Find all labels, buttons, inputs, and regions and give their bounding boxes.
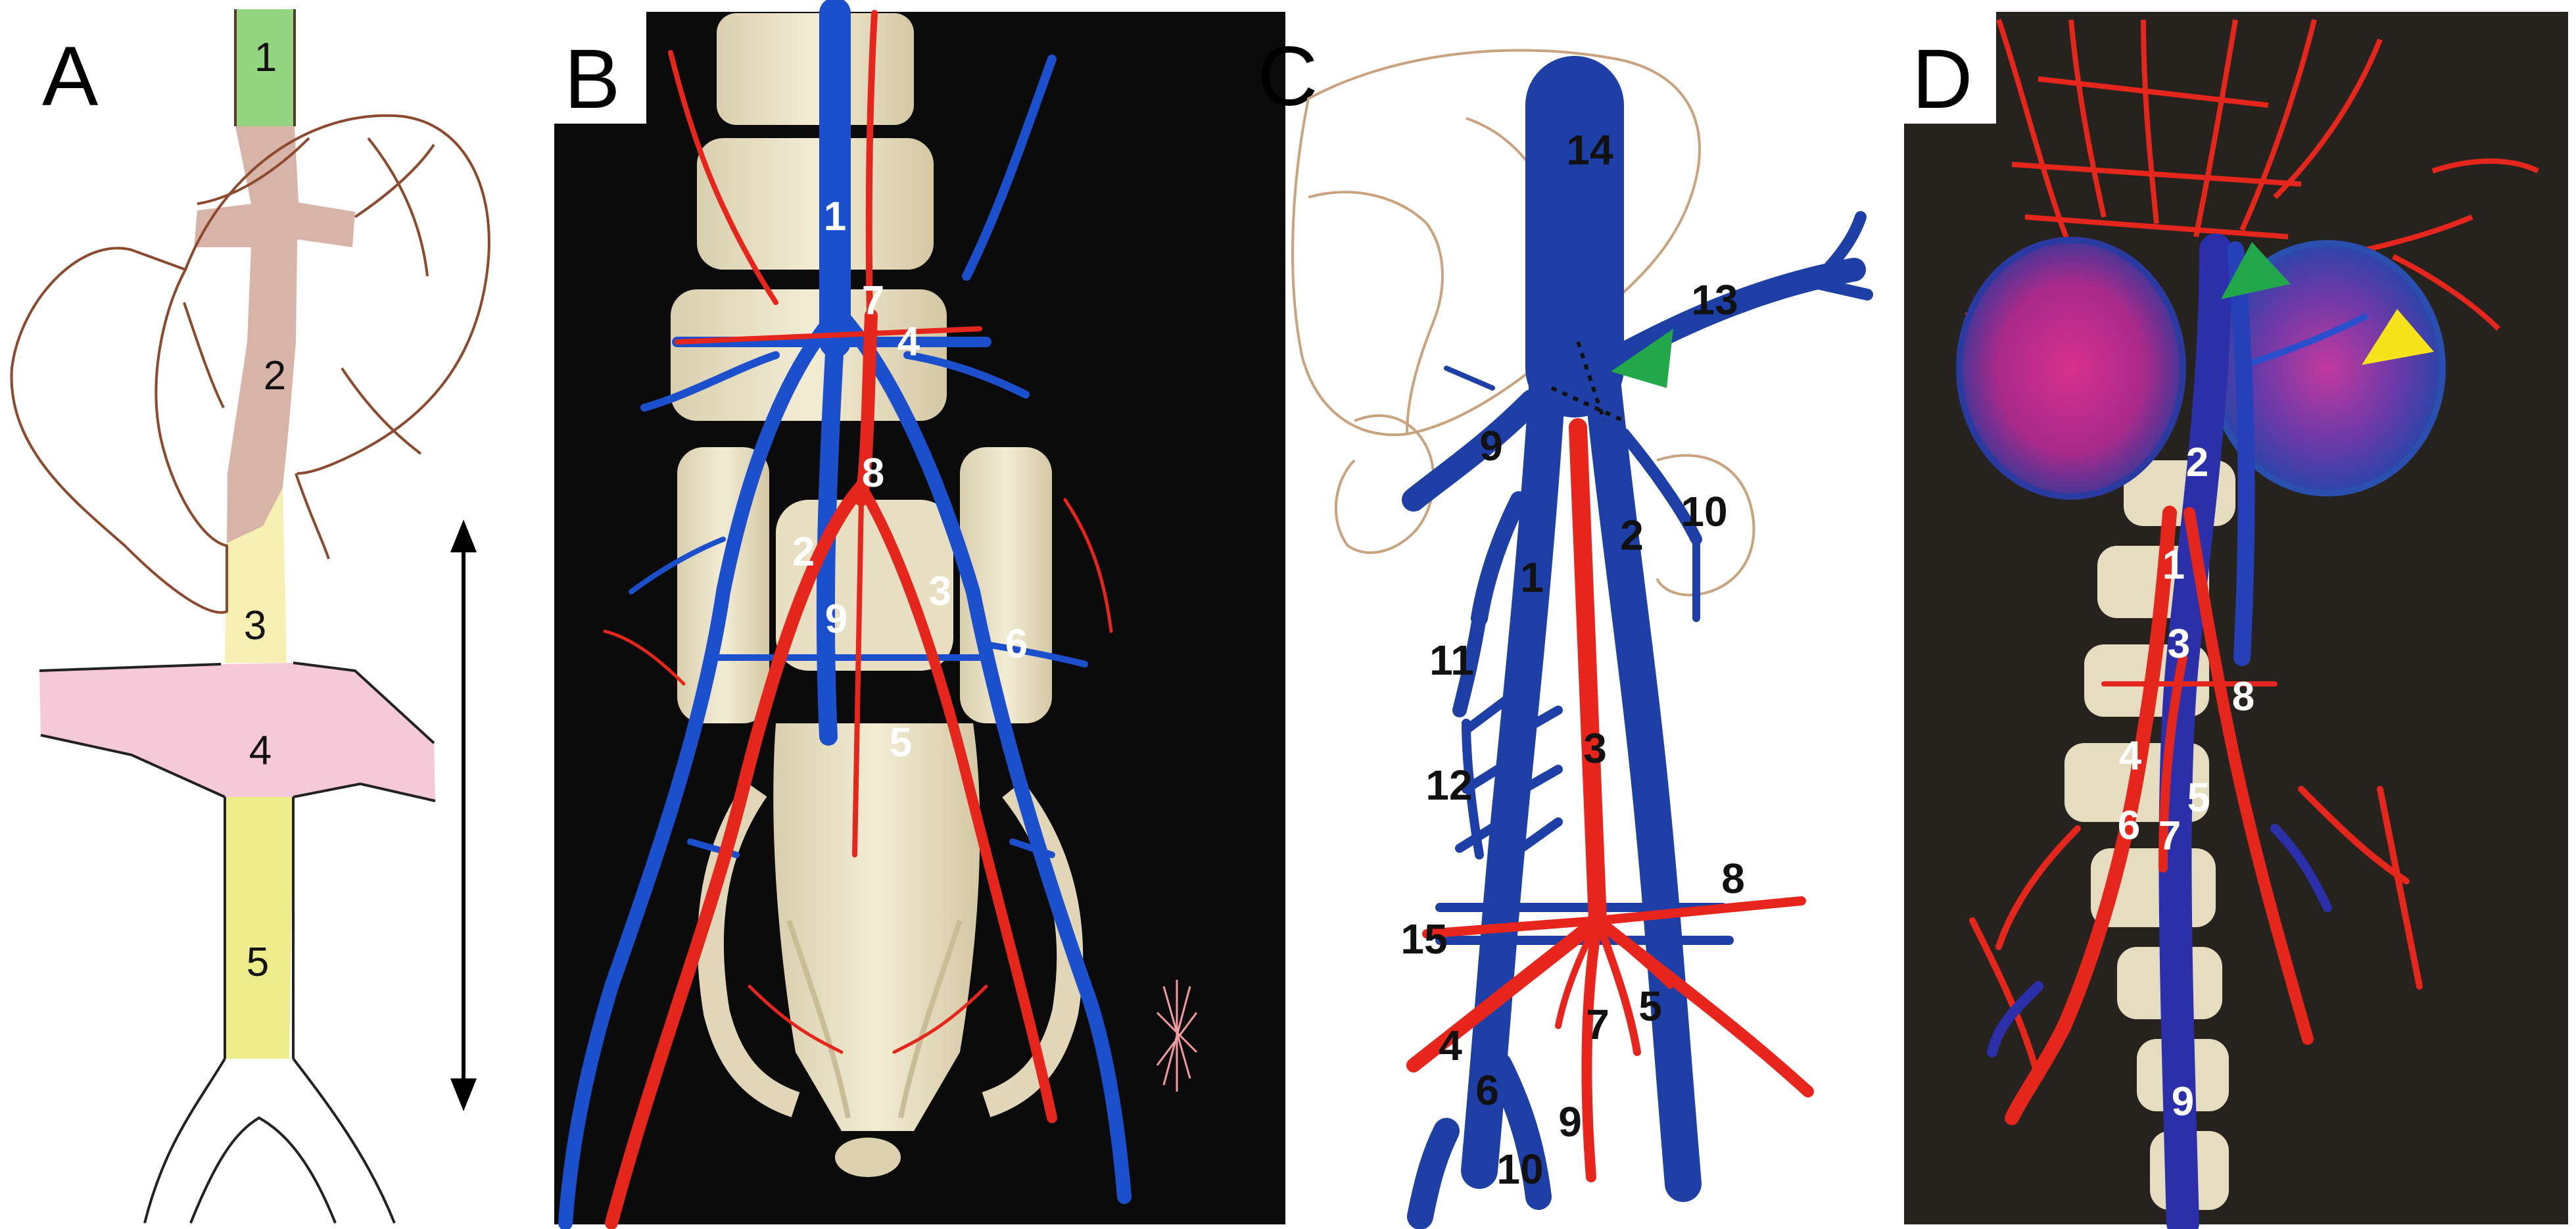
- panel-c-number-12: 12: [1425, 761, 1472, 809]
- segment-3: [225, 488, 287, 663]
- panel-c-dotted-line-1: [1550, 386, 1625, 423]
- panel-c-dotted-line-2: [1576, 341, 1606, 422]
- panel-d-number-2: 2: [2186, 440, 2208, 485]
- panel-c-number-15: 15: [1400, 915, 1447, 963]
- panel-c-number-11: 11: [1429, 637, 1474, 684]
- panel-b-number-3: 3: [929, 569, 951, 614]
- length-arrow-down: [450, 1078, 477, 1111]
- panel-a: A 1 2 3 4 5: [10, 9, 490, 1224]
- vessel-outline-mid: [39, 662, 436, 802]
- panel-c-number-9-lower: 9: [1558, 1098, 1582, 1145]
- panel-d-main-vessels: [1969, 233, 2423, 1229]
- segment-4-number: 4: [249, 728, 272, 773]
- panel-c-number-2: 2: [1620, 512, 1644, 559]
- panel-d-label-box: [1904, 12, 1996, 124]
- vessel-outline-lower: [224, 797, 295, 1059]
- organ-lobe-line-2: [367, 137, 429, 277]
- panel-c-number-10: 10: [1681, 488, 1727, 535]
- panel-d-number-4: 4: [2119, 733, 2142, 779]
- panel-a-label: A: [42, 30, 99, 124]
- panel-c-number-10-lower: 10: [1496, 1145, 1543, 1193]
- panel-c-number-3: 3: [1583, 725, 1607, 772]
- panel-b-number-5: 5: [890, 720, 912, 765]
- panel-d-left-kidney: [1956, 237, 2186, 500]
- panel-d-number-5: 5: [2187, 775, 2210, 821]
- length-arrow-up: [450, 519, 477, 552]
- panel-b-label: B: [564, 32, 620, 126]
- vessel-bifurcation: [143, 1057, 396, 1224]
- segment-1-number: 1: [254, 35, 277, 80]
- panel-d-number-9: 9: [2172, 1079, 2194, 1124]
- panel-c-green-arrowhead: [1611, 329, 1673, 388]
- panel-c-label: C: [1257, 30, 1318, 124]
- panel-d-number-1: 1: [2162, 542, 2185, 588]
- panel-d-number-8: 8: [2232, 674, 2254, 719]
- panel-d-label: D: [1912, 32, 1972, 126]
- panel-d-green-arrowhead: [2221, 242, 2291, 299]
- segment-5-number: 5: [247, 940, 269, 985]
- organ-outline-left: [10, 247, 228, 614]
- panel-b-arteries: [603, 10, 1113, 1229]
- segment-2-number: 2: [264, 353, 286, 398]
- panel-d-number-7: 7: [2159, 813, 2181, 859]
- panel-c-number-6: 6: [1475, 1067, 1499, 1114]
- panel-c-number-9: 9: [1479, 422, 1503, 470]
- panel-b-number-9: 9: [825, 596, 847, 642]
- panel-b-veins: [558, 0, 1132, 1229]
- organ-outline-right: [184, 114, 490, 475]
- panel-d-yellow-arrowhead: [2362, 309, 2434, 365]
- segment-2: [194, 126, 355, 543]
- panel-b-vessel-tuft: [1156, 980, 1198, 1092]
- panel-c-arteries: [1406, 418, 1814, 1182]
- panel-b: B: [554, 0, 1285, 1229]
- panel-c: C: [1257, 30, 1873, 1229]
- panel-c-number-1: 1: [1520, 554, 1544, 601]
- segment-3-number: 3: [244, 603, 266, 648]
- panel-b-number-4: 4: [897, 319, 920, 364]
- segment-4: [39, 663, 435, 801]
- panel-c-number-4: 4: [1439, 1022, 1462, 1069]
- panel-c-number-7: 7: [1586, 1001, 1610, 1048]
- panel-b-number-2: 2: [792, 529, 815, 575]
- panel-b-number-6: 6: [1005, 621, 1028, 667]
- panel-c-number-13: 13: [1691, 276, 1738, 324]
- panel-d-number-3: 3: [2168, 621, 2190, 667]
- panel-d: D: [1904, 12, 2568, 1229]
- organ-lobe-lines: [183, 137, 435, 560]
- vessel-outline-top: [234, 9, 296, 126]
- segment-5: [225, 797, 293, 1059]
- panel-b-number-1: 1: [824, 194, 846, 239]
- panel-c-number-14: 14: [1566, 126, 1613, 174]
- panel-b-number-8: 8: [862, 450, 884, 496]
- panel-b-label-box: [554, 12, 646, 124]
- segment-1: [235, 9, 295, 126]
- panel-c-veins: [1402, 56, 1873, 1229]
- panel-c-number-5: 5: [1638, 982, 1662, 1030]
- panel-d-number-6: 6: [2118, 803, 2140, 848]
- panel-c-number-8: 8: [1721, 855, 1745, 902]
- panel-b-number-7: 7: [862, 278, 884, 324]
